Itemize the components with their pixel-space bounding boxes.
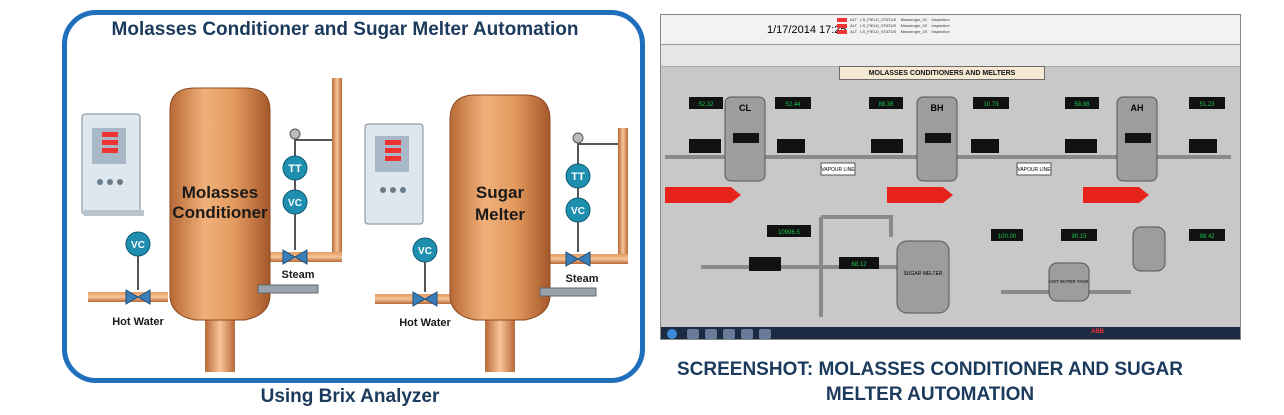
svg-text:98.42: 98.42: [1199, 234, 1215, 240]
water-valve-1: [125, 289, 151, 305]
hmi-red-arrow-bh: [887, 187, 953, 203]
steam-valve-1: [282, 249, 308, 265]
hmi-red-arrow-cl: [665, 187, 741, 203]
svg-text:BH: BH: [931, 103, 944, 113]
hmi-alarm-list: ALT LS_FIELD_STATUS Messenger_01 Inspect…: [837, 17, 1237, 35]
svg-text:VC: VC: [418, 246, 432, 257]
svg-text:52.32: 52.32: [698, 102, 714, 108]
hot-water-label-1: Hot Water: [112, 316, 164, 328]
svg-text:58.88: 58.88: [1074, 102, 1090, 108]
svg-text:VC: VC: [131, 240, 145, 251]
svg-text:10996.5: 10996.5: [778, 230, 800, 236]
abb-logo: ABB: [1091, 329, 1104, 335]
svg-text:90.15: 90.15: [1071, 234, 1087, 240]
steam-valve-2: [565, 251, 591, 267]
hmi-sugar-melter: [896, 240, 950, 314]
hmi-hot-water-tank: [1048, 262, 1090, 302]
svg-text:51.23: 51.23: [1199, 102, 1215, 108]
vessel1-label-line1: Molasses: [182, 183, 259, 202]
vessel2-label-line1: Sugar: [476, 183, 525, 202]
svg-text:52.44: 52.44: [785, 102, 801, 108]
left-diagram-title: Molasses Conditioner and Sugar Melter Au…: [111, 19, 579, 40]
svg-text:VAPOUR LINE: VAPOUR LINE: [1017, 167, 1051, 173]
start-button-icon[interactable]: [667, 329, 677, 339]
steam-pipe-1: [332, 78, 342, 258]
brix-probe-1: [257, 284, 319, 294]
svg-text:HOT WATER TANK: HOT WATER TANK: [1049, 279, 1088, 284]
hot-water-label-2: Hot Water: [399, 317, 451, 329]
svg-text:VAPOUR LINE: VAPOUR LINE: [821, 167, 855, 173]
svg-text:10.73: 10.73: [983, 102, 999, 108]
svg-text:AH: AH: [1131, 103, 1144, 113]
right-screenshot-caption: SCREENSHOT: MOLASSES CONDITIONER AND SUG…: [677, 359, 1183, 405]
steam-pipe-2: [618, 128, 628, 260]
svg-text:TT: TT: [571, 171, 585, 183]
molasses-conditioner-vessel: [169, 87, 271, 321]
vessel2-label-line2: Melter: [475, 205, 525, 224]
svg-text:CL: CL: [739, 103, 751, 113]
steam-label-1: Steam: [281, 269, 314, 281]
hmi-datetime: 1/17/2014 17:25: [767, 24, 847, 36]
hmi-toolbar[interactable]: [661, 45, 1240, 67]
svg-text:VC: VC: [288, 198, 302, 209]
windows-taskbar: ABB: [661, 327, 1240, 339]
water-valve-2: [412, 291, 438, 307]
taskbar-app-icon[interactable]: [705, 329, 717, 339]
hmi-process-graphic: CL 52.32 52.44 BH 88.38 10.73 VAPOUR LIN…: [665, 96, 1231, 317]
svg-text:68.12: 68.12: [851, 262, 867, 268]
svg-text:SUGAR MELTER: SUGAR MELTER: [903, 271, 942, 277]
hmi-header-bar: 1/17/2014 17:25 ALT LS_FIELD_STATUS Mess…: [661, 15, 1240, 45]
hmi-red-arrow-ah: [1083, 187, 1149, 203]
svg-text:88.38: 88.38: [878, 102, 894, 108]
left-diagram-caption: Using Brix Analyzer: [260, 386, 440, 407]
hmi-tank-2: [1132, 226, 1166, 272]
taskbar-app-icon[interactable]: [741, 329, 753, 339]
svg-text:VC: VC: [571, 206, 585, 217]
svg-text:100.00: 100.00: [998, 234, 1017, 240]
taskbar-app-icon[interactable]: [759, 329, 771, 339]
steam-label-2: Steam: [565, 273, 598, 285]
vessel1-label-line2: Conditioner: [172, 203, 268, 222]
brix-probe-2: [539, 287, 597, 297]
taskbar-app-icon[interactable]: [687, 329, 699, 339]
process-diagram: Molasses Conditioner TT VC Steam VC Hot …: [81, 78, 628, 372]
taskbar-app-icon[interactable]: [723, 329, 735, 339]
hmi-screen-title: MOLASSES CONDITIONERS AND MELTERS: [839, 66, 1045, 80]
svg-text:TT: TT: [288, 163, 302, 175]
hmi-screenshot: 1/17/2014 17:25 ALT LS_FIELD_STATUS Mess…: [660, 14, 1241, 340]
